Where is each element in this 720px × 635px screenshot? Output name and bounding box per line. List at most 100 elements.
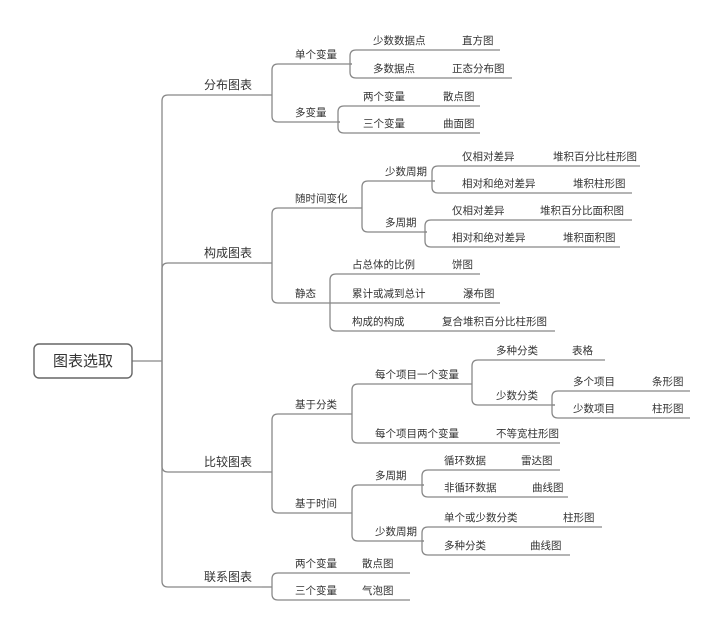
node-0-0-1[interactable]: 多数据点 [360, 62, 440, 79]
node-label: 曲线图 [532, 481, 564, 494]
node-2[interactable]: 比较图表 [190, 454, 262, 473]
node-label: 饼图 [452, 258, 473, 271]
node-1-0-1-0-0[interactable]: 堆积百分比面积图 [525, 204, 632, 221]
node-1-0[interactable]: 随时间变化 [282, 192, 355, 209]
node-label: 堆积柱形图 [573, 177, 626, 190]
node-2-1-0-0[interactable]: 循环数据 [432, 454, 507, 471]
node-label: 单个变量 [295, 48, 337, 61]
node-label: 仅相对差异 [452, 204, 505, 217]
node-label: 雷达图 [521, 455, 553, 467]
node-2-0-0-1-0-0[interactable]: 条形图 [638, 375, 690, 392]
node-2-1-1-0-0[interactable]: 柱形图 [548, 511, 602, 528]
node-1-0-0-1-0[interactable]: 堆积柱形图 [555, 177, 632, 194]
node-1-0-0-0[interactable]: 仅相对差异 [442, 150, 540, 167]
node-label: 基于分类 [295, 398, 337, 411]
node-2-0-0-0[interactable]: 多种分类 [482, 344, 555, 361]
node-label: 静态 [295, 287, 316, 300]
node-label: 分布图表 [204, 78, 252, 92]
node-2-0-0-1[interactable]: 少数分类 [482, 389, 555, 406]
node-1-0-1-0[interactable]: 仅相对差异 [435, 204, 525, 221]
node-0-0[interactable]: 单个变量 [282, 48, 352, 65]
node-2-0-0[interactable]: 每个项目一个变量 [362, 368, 470, 385]
node-3[interactable]: 联系图表 [190, 570, 262, 588]
node-label: 直方图 [462, 34, 494, 47]
node-3-1[interactable]: 三个变量 [282, 584, 345, 601]
node-1-1-2-0[interactable]: 复合堆积百分比柱形图 [425, 315, 555, 332]
node-0-1-0-0[interactable]: 散点图 [422, 90, 480, 107]
node-label: 复合堆积百分比柱形图 [442, 315, 547, 328]
node-3-0[interactable]: 两个变量 [282, 557, 345, 574]
node-1-0-0-1[interactable]: 相对和绝对差异 [442, 177, 555, 194]
node-0-1-0[interactable]: 两个变量 [348, 90, 422, 107]
node-2-1-0-0-0[interactable]: 雷达图 [507, 455, 560, 471]
node-1-1-1-0[interactable]: 瀑布图 [445, 287, 500, 304]
node-label: 散点图 [362, 557, 394, 570]
node-2-0-0-0-0[interactable]: 表格 [555, 344, 605, 361]
node-2-0-1[interactable]: 每个项目两个变量 [362, 427, 482, 444]
node-1-0-1[interactable]: 多周期 [372, 216, 427, 233]
node-1-1-2[interactable]: 构成的构成 [340, 315, 425, 332]
node-3-1-0[interactable]: 气泡图 [345, 584, 410, 601]
node-label: 少数数据点 [373, 34, 426, 47]
node-2-0-0-1-1[interactable]: 少数项目 [562, 402, 638, 419]
node-label: 仅相对差异 [462, 150, 515, 163]
node-label: 累计或减到总计 [352, 287, 426, 300]
node-label: 少数周期 [385, 165, 427, 178]
node-label: 基于时间 [295, 497, 337, 510]
node-label: 正态分布图 [452, 62, 505, 75]
node-2-1-1-0[interactable]: 单个或少数分类 [432, 511, 548, 528]
node-1-1-1[interactable]: 累计或减到总计 [340, 287, 445, 304]
node-2-1-1-1-0[interactable]: 曲线图 [512, 539, 570, 556]
node-label: 构成的构成 [352, 315, 405, 328]
node-2-0[interactable]: 基于分类 [282, 398, 348, 415]
node-2-1-0-1-0[interactable]: 曲线图 [507, 481, 568, 498]
node-label: 堆积面积图 [563, 232, 616, 244]
node-label: 曲面图 [443, 118, 475, 130]
node-label: 多种分类 [444, 539, 486, 552]
node-1[interactable]: 构成图表 [190, 245, 262, 264]
node-0[interactable]: 分布图表 [190, 78, 262, 96]
node-label: 不等宽柱形图 [496, 427, 559, 440]
node-0-1[interactable]: 多变量 [282, 106, 340, 123]
node-1-1-0-0[interactable]: 饼图 [430, 258, 480, 275]
node-1-0-0[interactable]: 少数周期 [372, 165, 435, 182]
node-1-1-0[interactable]: 占总体的比例 [340, 258, 430, 275]
node-3-0-0[interactable]: 散点图 [345, 557, 410, 574]
node-2-1-1-1[interactable]: 多种分类 [432, 539, 512, 556]
node-label: 柱形图 [563, 511, 595, 524]
node-label: 表格 [572, 344, 593, 357]
node-2-1-0-1[interactable]: 非循环数据 [432, 481, 507, 498]
node-label: 瀑布图 [463, 287, 495, 300]
node-label: 条形图 [652, 375, 684, 388]
node-1-1[interactable]: 静态 [282, 287, 330, 304]
node-2-0-0-1-0[interactable]: 多个项目 [562, 375, 638, 392]
node-label: 非循环数据 [444, 481, 497, 494]
node-label: 两个变量 [363, 90, 405, 103]
node-label: 比较图表 [204, 454, 252, 469]
node-0-0-0-0[interactable]: 直方图 [440, 34, 500, 51]
mind-map-nodes: 图表选取 分布图表单个变量少数数据点直方图多数据点正态分布图多变量两个变量散点图… [33, 34, 690, 601]
node-0-0-0[interactable]: 少数数据点 [360, 34, 440, 51]
node-label: 散点图 [443, 90, 475, 103]
node-0-0-1-0[interactable]: 正态分布图 [440, 62, 512, 79]
node-label: 少数周期 [375, 525, 417, 538]
node-label: 多种分类 [496, 344, 538, 357]
node-label: 三个变量 [295, 584, 337, 597]
node-1-0-1-1-0[interactable]: 堆积面积图 [545, 232, 620, 248]
node-1-0-0-0-0[interactable]: 堆积百分比柱形图 [540, 150, 640, 167]
node-2-0-1-0[interactable]: 不等宽柱形图 [482, 427, 560, 444]
node-label: 两个变量 [295, 557, 337, 570]
node-2-1-0[interactable]: 多周期 [362, 469, 424, 486]
node-label: 单个或少数分类 [444, 511, 518, 524]
node-2-1-1[interactable]: 少数周期 [362, 525, 424, 542]
node-1-0-1-1[interactable]: 相对和绝对差异 [435, 231, 545, 248]
node-0-1-1-0[interactable]: 曲面图 [422, 118, 480, 134]
node-label: 多变量 [295, 106, 327, 119]
node-2-0-0-1-1-0[interactable]: 柱形图 [638, 402, 690, 419]
node-0-1-1[interactable]: 三个变量 [348, 117, 422, 134]
node-2-1[interactable]: 基于时间 [282, 497, 352, 514]
node-label: 构成图表 [204, 245, 252, 260]
root-node[interactable]: 图表选取 [33, 343, 133, 379]
node-label: 堆积百分比柱形图 [553, 150, 637, 163]
